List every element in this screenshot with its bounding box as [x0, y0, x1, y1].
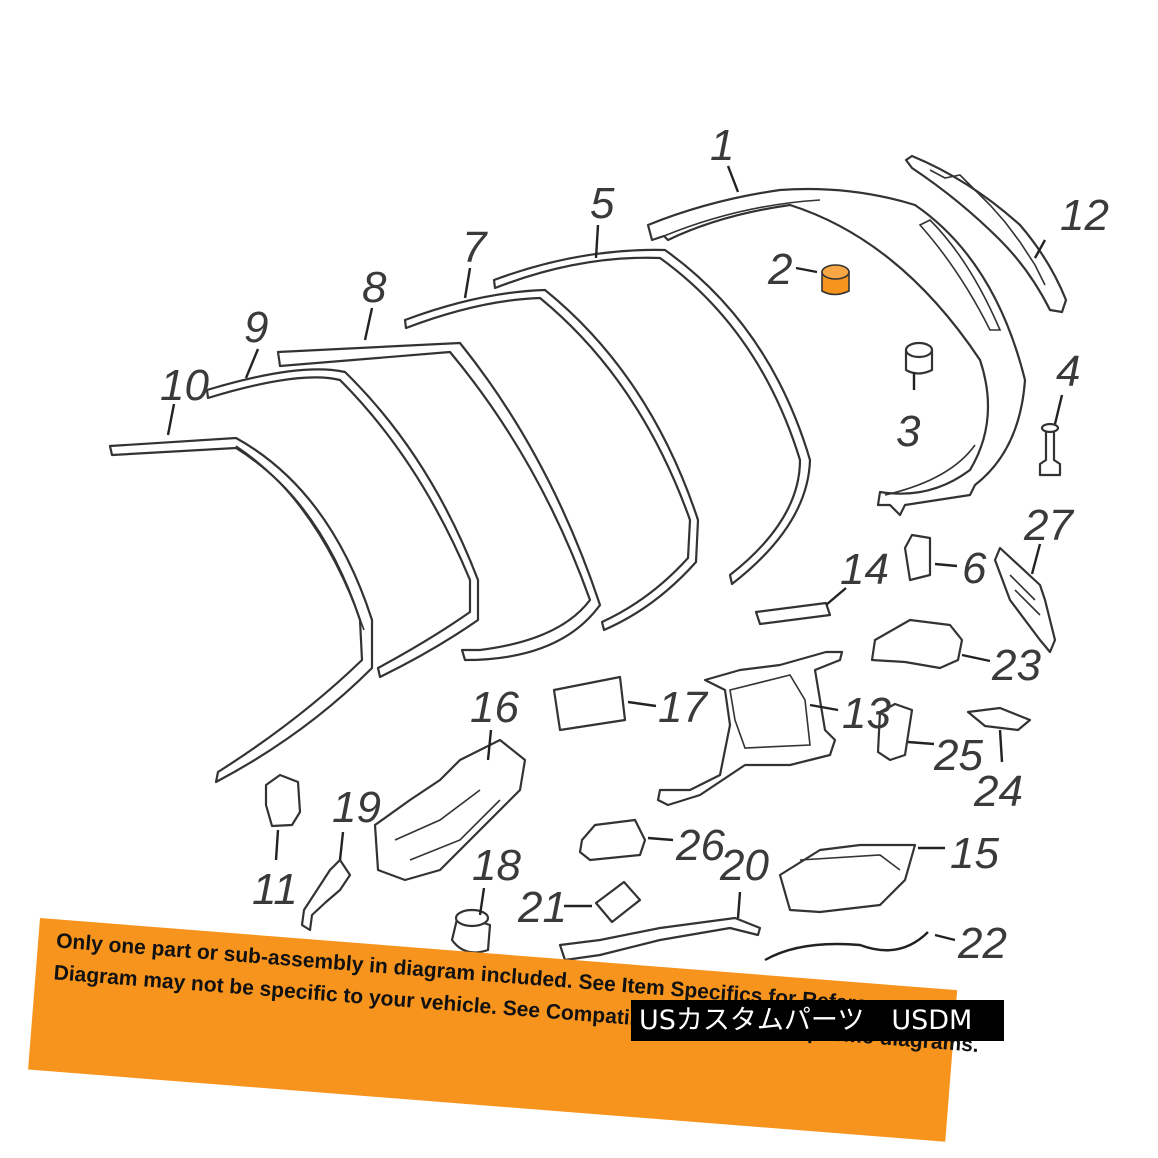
part-8-weatherstrip — [276, 341, 602, 662]
part-22-cable — [764, 931, 929, 962]
callout-21: 21 — [517, 883, 567, 932]
callout-3: 3 — [896, 407, 921, 456]
store-watermark: USカスタムパーツ USDM — [631, 1000, 1004, 1041]
part-2-bumper-highlighted — [821, 264, 850, 296]
callout-27: 27 — [1023, 501, 1074, 550]
callout-5: 5 — [590, 179, 615, 228]
part-1-trunk-lid — [646, 187, 1027, 517]
leader-lines — [166, 165, 1064, 942]
callout-13: 13 — [842, 689, 891, 738]
callout-8: 8 — [362, 263, 387, 312]
callout-7: 7 — [462, 223, 488, 272]
part-15-detail — [799, 854, 901, 871]
callout-23: 23 — [991, 641, 1041, 690]
part-24-plate — [966, 706, 1032, 732]
callout-2: 2 — [767, 245, 792, 294]
callout-16: 16 — [470, 683, 519, 732]
part-13-frame — [656, 650, 844, 807]
callout-22: 22 — [957, 919, 1007, 968]
part-1-top-edge — [663, 199, 821, 237]
callout-14: 14 — [840, 545, 889, 594]
part-12-segments — [929, 169, 1046, 286]
callout-4: 4 — [1056, 347, 1080, 396]
part-6-clip — [903, 533, 932, 582]
part-3-bumper — [904, 341, 934, 375]
part-23-bracket — [870, 618, 964, 670]
callout-1: 1 — [710, 121, 734, 170]
part-7-weatherstrip — [403, 288, 700, 632]
part-20-rod — [558, 916, 762, 962]
part-26-box — [578, 818, 647, 862]
part-18-cap — [450, 908, 492, 954]
callout-15: 15 — [950, 829, 999, 878]
callout-6: 6 — [962, 544, 987, 593]
part-1-lower-edge — [884, 444, 976, 496]
callout-18: 18 — [472, 841, 521, 890]
part-16-ribs — [394, 789, 501, 861]
callout-25: 25 — [933, 731, 983, 780]
callout-9: 9 — [244, 303, 268, 352]
part-11-cap — [264, 773, 302, 828]
part-9-weatherstrip — [205, 368, 480, 679]
part-19-hook — [300, 858, 352, 932]
callout-12: 12 — [1060, 191, 1109, 240]
callout-labels: 1 2 3 4 5 6 7 8 9 10 11 12 13 14 15 16 1… — [160, 121, 1109, 968]
part-12-spoiler — [904, 154, 1068, 314]
part-10-weatherstrip — [108, 436, 374, 784]
part-17-block — [552, 675, 627, 732]
part-13-opening — [729, 674, 811, 749]
part-10-inner-edge — [235, 445, 365, 631]
part-21-tag — [594, 880, 642, 924]
callout-10: 10 — [160, 361, 209, 410]
callout-19: 19 — [332, 783, 381, 832]
callout-26: 26 — [675, 821, 725, 870]
part-15-cover — [778, 843, 917, 914]
part-14-pad — [754, 601, 832, 626]
callout-20: 20 — [719, 841, 769, 890]
callout-11: 11 — [252, 865, 298, 914]
part-16-bracket-assembly — [373, 738, 527, 882]
callout-24: 24 — [973, 767, 1023, 816]
callout-17: 17 — [658, 683, 708, 732]
part-25-block — [876, 702, 914, 762]
part-1-recess — [918, 219, 1002, 331]
part-5-weatherstrip — [492, 248, 812, 586]
part-4-bolt — [1038, 422, 1062, 477]
part-27-detail — [1009, 574, 1041, 616]
